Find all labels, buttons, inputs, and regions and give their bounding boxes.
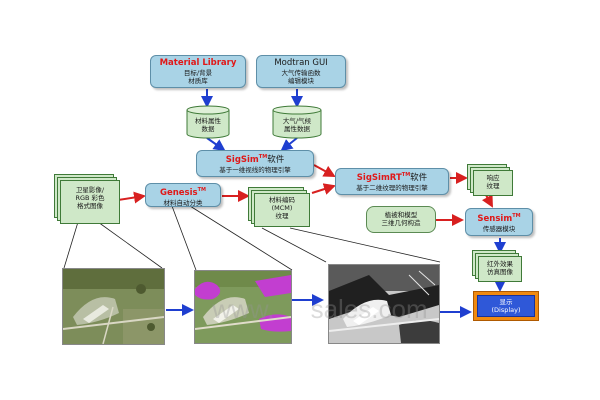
aerial-photo-original bbox=[62, 268, 165, 345]
guide-satellite-left bbox=[63, 221, 79, 269]
response-line1: 响应 bbox=[486, 174, 500, 182]
arrow-mcm-to-sigsimrt bbox=[311, 183, 336, 195]
atmos-db-line2: 属性数据 bbox=[284, 125, 310, 133]
arrow-sigsim-to-sigsimrt bbox=[313, 164, 336, 177]
sigsim-rt-suffix: 软件 bbox=[410, 172, 428, 183]
mcm-line2: (MCM) bbox=[271, 204, 293, 212]
material-db-line2: 数据 bbox=[201, 125, 215, 133]
response-line2: 纹理 bbox=[486, 182, 500, 190]
genesis-name: Genesis bbox=[160, 187, 198, 198]
satellite-line3: 格式图像 bbox=[77, 202, 103, 210]
guide-genesis-right bbox=[189, 205, 293, 271]
response-texture-stack: 响应 纹理 bbox=[467, 164, 513, 196]
vegetation-line2: 三维几何构造 bbox=[381, 219, 421, 227]
satellite-line1: 卫星影像/ bbox=[75, 186, 105, 194]
modtran-gui-line1: 大气传输函数 bbox=[281, 69, 321, 77]
infrared-photo bbox=[328, 264, 440, 344]
sigsim-line1: 基于一维视线的物理引擎 bbox=[219, 165, 291, 174]
genesis-tm: TM bbox=[197, 187, 206, 193]
display-line2: (Display) bbox=[491, 306, 521, 314]
classified-photo bbox=[194, 270, 292, 344]
vegetation-line1: 植被和模型 bbox=[384, 211, 418, 219]
sensim-box: SensimTM 传感器模块 bbox=[465, 208, 533, 236]
display-line1: 显示 bbox=[499, 298, 513, 306]
modtran-gui-box: Modtran GUI 大气传输函数 编辑模块 bbox=[256, 55, 346, 88]
ir-effect-image-stack: 红外效果 仿真图像 bbox=[472, 250, 522, 282]
material-db-cylinder: 材料属性 数据 bbox=[186, 105, 230, 139]
genesis-box: GenesisTM 材料自动分类 bbox=[145, 183, 221, 207]
arrow-atmos-to-sigsim bbox=[280, 137, 298, 152]
arrow-db-to-sigsim bbox=[206, 137, 226, 152]
mcm-line3: 纹理 bbox=[275, 212, 289, 220]
sigsim-name: SigSim bbox=[225, 154, 259, 165]
mcm-texture-stack: 材料编码 (MCM) 纹理 bbox=[248, 187, 310, 227]
genesis-line1: 材料自动分类 bbox=[163, 198, 203, 207]
sigsim-rt-tm: TM bbox=[401, 172, 411, 178]
guide-satellite-right bbox=[97, 221, 163, 269]
guide-mcm-left bbox=[261, 227, 327, 263]
display-box: 显示 (Display) bbox=[473, 291, 539, 321]
material-db-line1: 材料属性 bbox=[195, 117, 221, 125]
ir-effect-line1: 红外效果 bbox=[487, 260, 513, 268]
modtran-gui-title: Modtran GUI bbox=[274, 58, 328, 68]
sensim-line1: 传感器模块 bbox=[482, 224, 516, 233]
sensim-tm: TM bbox=[512, 213, 521, 219]
vegetation-geometry-box: 植被和模型 三维几何构造 bbox=[366, 206, 436, 233]
sigsim-box: SigSimTM软件 基于一维视线的物理引擎 bbox=[196, 150, 314, 177]
material-library-box: Material Library 目标/背景 材质库 bbox=[150, 55, 246, 88]
guide-mcm-right bbox=[289, 227, 441, 263]
satellite-image-stack: 卫星影像/ RGB 彩色 格式图像 bbox=[54, 174, 120, 224]
modtran-gui-line2: 编辑模块 bbox=[288, 77, 314, 85]
sigsim-rt-name: SigSimRT bbox=[356, 172, 402, 183]
ir-effect-line2: 仿真图像 bbox=[487, 268, 513, 276]
sigsim-tm: TM bbox=[258, 154, 268, 160]
sigsim-rt-box: SigSimRTTM软件 基于二维纹理的物理引擎 bbox=[335, 168, 449, 195]
display-screen: 显示 (Display) bbox=[477, 295, 535, 317]
mcm-line1: 材料编码 bbox=[269, 196, 295, 204]
guide-genesis-left bbox=[171, 205, 197, 271]
satellite-line2: RGB 彩色 bbox=[75, 194, 105, 202]
watermark-text: www. sales.com bbox=[212, 294, 428, 324]
atmos-db-cylinder: 大气/气候 属性数据 bbox=[272, 105, 322, 139]
material-library-line2: 材质库 bbox=[188, 77, 208, 85]
sigsim-suffix: 软件 bbox=[267, 154, 285, 165]
material-library-line1: 目标/背景 bbox=[183, 69, 213, 77]
material-library-title: Material Library bbox=[159, 58, 237, 68]
sigsim-rt-line1: 基于二维纹理的物理引擎 bbox=[356, 183, 428, 192]
sensim-name: Sensim bbox=[477, 213, 513, 224]
arrow-response-to-sensim bbox=[481, 194, 493, 208]
atmos-db-line1: 大气/气候 bbox=[282, 117, 312, 125]
arrow-satellite-to-genesis bbox=[117, 191, 146, 204]
